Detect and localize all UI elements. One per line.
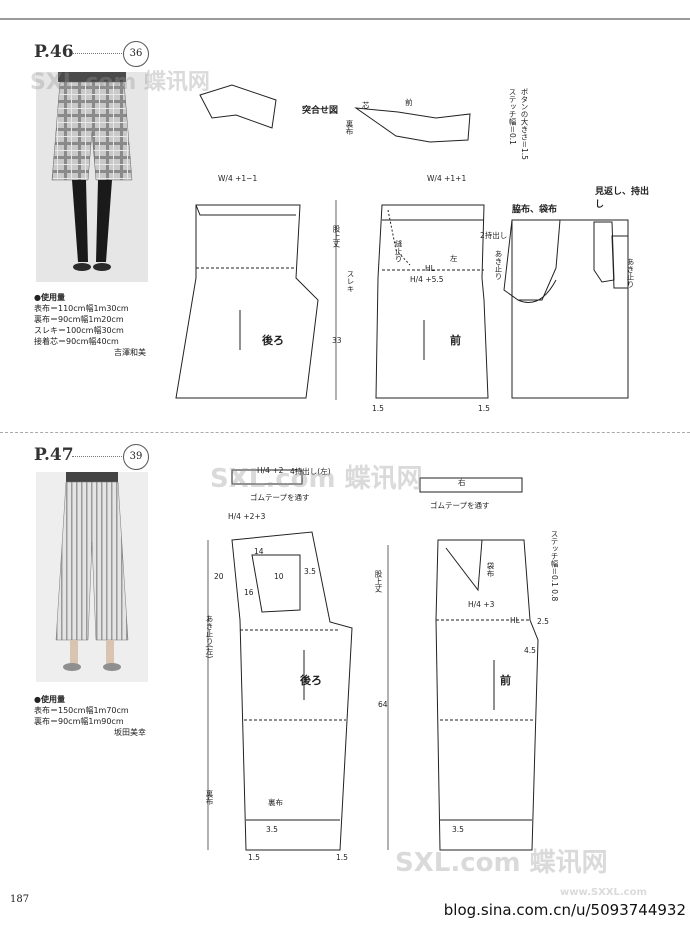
p46-model-photo — [36, 72, 148, 282]
p47-waistband-back — [231, 469, 303, 485]
p46-materials: ●使用量 表布＝110cm幅1m30cm 裏布＝90cm幅1m20cm スレキ＝… — [34, 292, 146, 358]
p46-margin-1-5b: 1.5 — [478, 404, 490, 413]
p46-front-small-label: 前 — [405, 98, 413, 107]
p47-model-photo — [36, 472, 148, 682]
p46-length-33: 33 — [332, 336, 342, 345]
p46-opening2-label: あき止り — [626, 258, 635, 288]
p47-lining-left: 裏布 — [205, 790, 214, 805]
p46-w-back-label: W/4 +1−1 — [218, 174, 258, 183]
p47-material-line: 表布＝150cm幅1m70cm — [34, 706, 129, 715]
p47-right-label: 右 — [458, 478, 466, 487]
p46-title: P.46 — [34, 42, 74, 62]
p47-title-leader — [72, 456, 122, 457]
p46-rise-label: 股上丈 — [332, 225, 341, 248]
p46-margin-1-5a: 1.5 — [372, 404, 384, 413]
p46-interfacing-label: 芯 — [362, 101, 370, 110]
p46-pocket-outer — [511, 219, 629, 399]
p47-extension-left: 4持出し(左) — [290, 467, 331, 476]
p46-extension-piece — [611, 235, 629, 289]
p46-material-line: 裏布＝90cm幅1m20cm — [34, 315, 124, 324]
p46-front-pattern-piece — [375, 204, 489, 399]
p46-badge: 36 — [123, 41, 149, 67]
p46-stitch-width-label: ステッチ幅＝0.1 — [508, 88, 517, 145]
p47-margin-16: 16 — [244, 588, 254, 597]
p47-material-line: 裏布＝90cm幅1m90cm — [34, 717, 124, 726]
p46-button-size-label: ボタンの大きさ＝1.5 — [520, 88, 529, 160]
p46-back-pattern-piece — [175, 204, 319, 399]
p47-hem-back: 3.5 — [266, 825, 278, 834]
p47-front-pocket-bag — [445, 539, 483, 592]
p46-h-front-label: H/4 +5.5 — [410, 275, 444, 284]
p47-pocket-bag-label: 袋布 — [486, 562, 495, 577]
p47-lining-back: 裏布 — [268, 798, 283, 807]
p47-margin-1-5a: 1.5 — [248, 853, 260, 862]
watermark-top: SXL.com 蝶讯网 — [30, 70, 210, 95]
p47-back-label: 後ろ — [300, 674, 322, 687]
p47-hl-back-label: H/4 +2 — [257, 466, 284, 475]
p46-front-label: 前 — [450, 334, 461, 347]
p47-rise-label: 股上丈 — [374, 570, 383, 593]
p47-margin-3-5: 3.5 — [304, 567, 316, 576]
p46-opening-label: あき止り — [494, 250, 503, 280]
p47-back-pocket — [251, 554, 301, 613]
p46-facing-piece — [593, 221, 615, 283]
p47-length-64: 64 — [378, 700, 388, 709]
p47-badge: 39 — [123, 444, 149, 470]
p46-title-leader — [72, 53, 122, 54]
p46-material-line: 接着芯＝90cm幅40cm — [34, 337, 119, 346]
watermark-url: www.SXXL.com — [560, 887, 647, 898]
p46-w-front-label: W/4 +1+1 — [427, 174, 467, 183]
section-divider — [0, 432, 690, 433]
p47-h-front-label: H/4 +3 — [468, 600, 495, 609]
p46-hl-label: HL — [425, 264, 435, 273]
p46-lining-label: 裏布 — [345, 120, 354, 135]
p46-materials-heading: ●使用量 — [34, 293, 65, 302]
p47-hl-label: HL — [510, 616, 520, 625]
page-number: 187 — [10, 894, 30, 905]
p47-h-back-label: H/4 +2+3 — [228, 512, 266, 521]
watermark-middle: SXL.com 蝶讯网 — [210, 464, 423, 494]
p46-waistband-front-assembled — [354, 107, 471, 143]
p46-back-waistline — [195, 204, 296, 216]
p46-pocket-label: 脇布、袋布 — [512, 205, 558, 215]
p47-margin-4-5: 4.5 — [524, 646, 536, 655]
footer-blog-url: blog.sina.com.cn/u/5093744932 — [443, 901, 686, 919]
p47-title: P.47 — [34, 445, 74, 465]
p46-material-line: スレキ＝100cm幅30cm — [34, 326, 124, 335]
watermark-bottom: SXL.com 蝶讯网 — [395, 848, 608, 878]
p46-left-label: 左 — [450, 254, 458, 263]
p46-front-fly-line — [387, 209, 411, 266]
p47-opening-label: あき止り(左) — [205, 615, 214, 659]
p47-margin-14: 14 — [254, 547, 264, 556]
p47-margin-10: 10 — [274, 572, 284, 581]
p47-elastic-front: ゴムテープを通す — [430, 501, 490, 510]
p47-elastic-back: ゴムテープを通す — [250, 493, 310, 502]
p47-margin-20: 20 — [214, 572, 224, 581]
page-top-rule — [0, 18, 690, 20]
p47-designer: 坂田美幸 — [114, 728, 146, 737]
p46-sleek-label: スレキ — [346, 270, 355, 293]
p47-materials-heading: ●使用量 — [34, 695, 65, 704]
p47-front-label: 前 — [500, 674, 511, 687]
p46-facing-label: 見返し、持出し — [595, 187, 650, 210]
p46-waistband-back-piece — [199, 84, 277, 129]
p46-material-line: 表布＝110cm幅1m30cm — [34, 304, 129, 313]
p46-pocket-curve — [517, 279, 557, 303]
p47-waistband-front — [419, 477, 523, 493]
p47-margin-2-5: 2.5 — [537, 617, 549, 626]
p46-extension-label: 2持出し — [480, 231, 508, 240]
p47-margin-1-5b: 1.5 — [336, 853, 348, 862]
p46-back-label: 後ろ — [262, 334, 284, 347]
p47-materials: ●使用量 表布＝150cm幅1m70cm 裏布＝90cm幅1m90cm 坂田美幸 — [34, 694, 146, 738]
p46-designer: 吉澤和美 — [114, 348, 146, 357]
p47-stitch-label: ステッチ幅＝0.1 0.8 — [550, 530, 559, 602]
p47-front-pattern-piece — [435, 539, 539, 851]
p47-back-pattern-piece — [231, 531, 353, 851]
p47-hem-front: 3.5 — [452, 825, 464, 834]
p46-assembly-label: 突合せ図 — [302, 106, 339, 116]
p46-stitch-stop-label: 縫止り — [394, 240, 403, 263]
